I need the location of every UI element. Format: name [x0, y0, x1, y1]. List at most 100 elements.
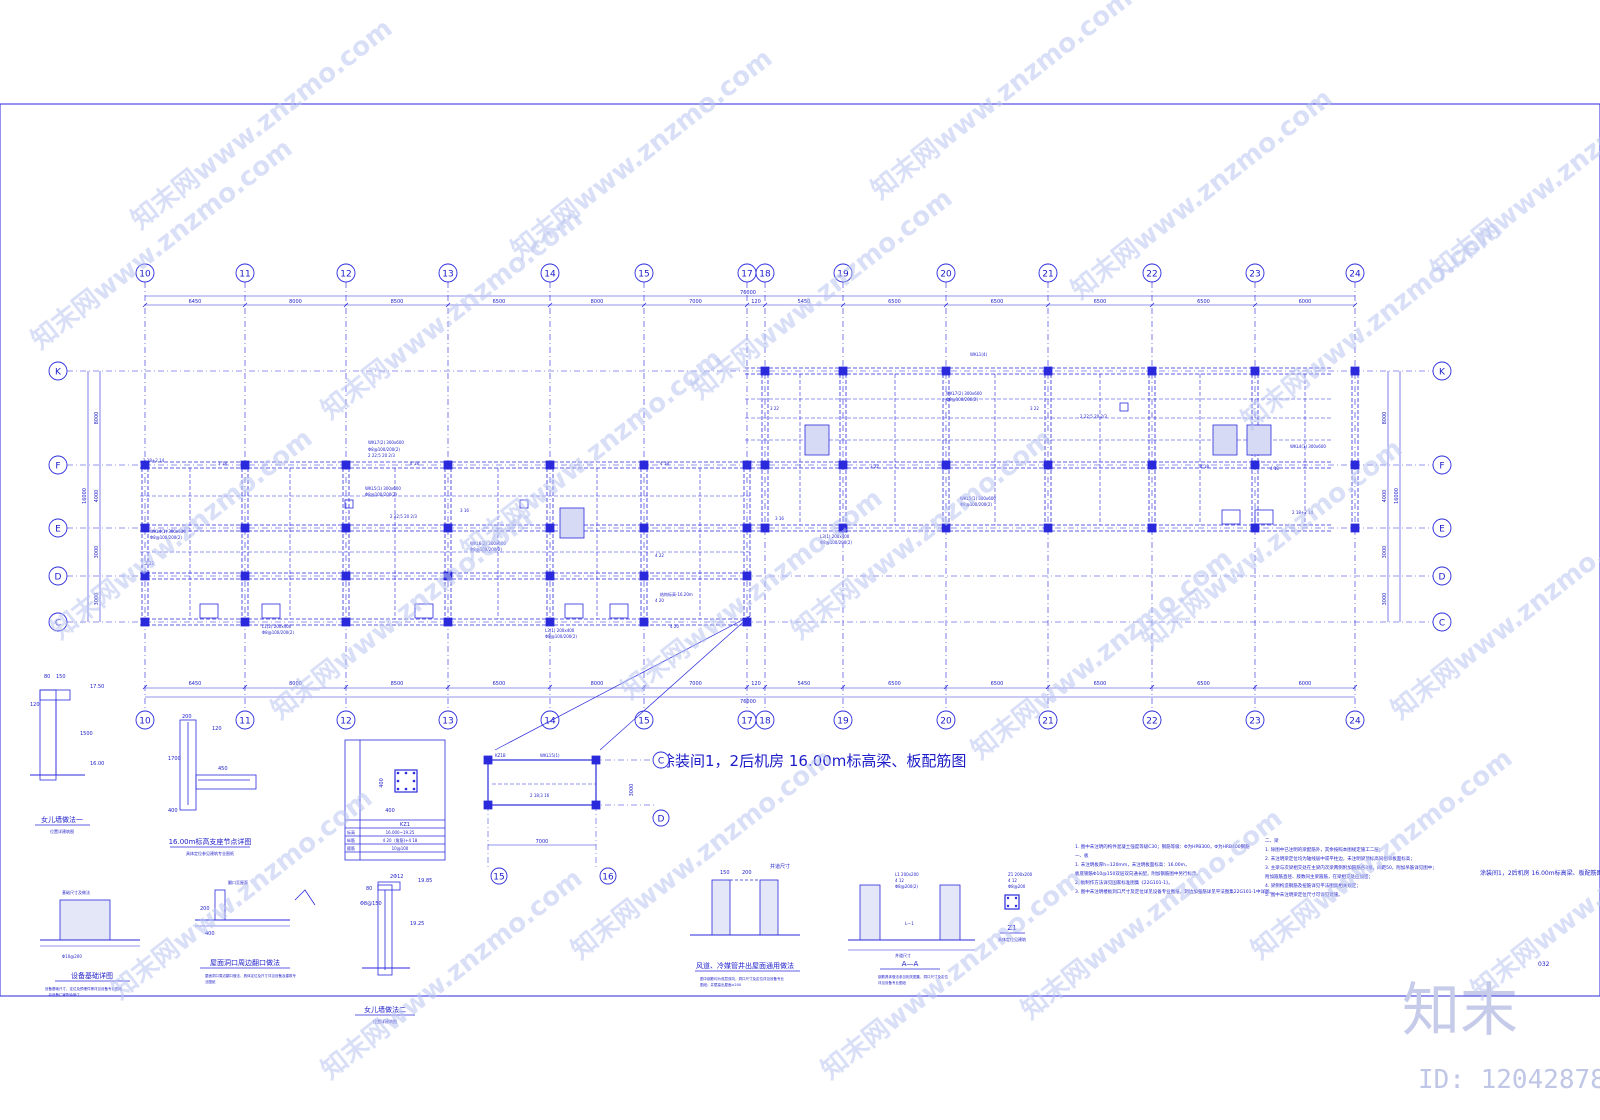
equipment-base [564, 603, 584, 619]
watermark-text: 知末网www.znzmo.com [1426, 63, 1600, 285]
column [1250, 460, 1260, 470]
column [639, 571, 649, 581]
detail-label: 翻口至屋面 [228, 879, 248, 885]
beam-annotation: 4 20 [670, 624, 679, 629]
slab-opening [559, 507, 585, 539]
detail-label: L1 200x200 [895, 872, 919, 877]
axis-label: D [55, 573, 62, 583]
watermark-text: 知末网www.znzmo.com [456, 343, 728, 565]
column [941, 523, 951, 533]
beam-annotation: 2 18+2 14 [1292, 510, 1314, 515]
dimension-text: 400 [385, 808, 395, 814]
note-line: 板底钢筋Φ10@150双层双向通长配，附加钢筋图中另行标示。 [1075, 870, 1201, 877]
axis-label: 11 [239, 270, 250, 280]
beam-annotation: 4 20 [655, 598, 664, 603]
note-line: 2. 未注明梁定位均为轴线居中或平柱边，未注明梁顶标高同相邻板面标高； [1265, 855, 1415, 862]
dim-tick [547, 684, 553, 690]
detail-subtitle: 具体定位参见建筑专业图纸 [186, 850, 234, 856]
dim-tick [1352, 302, 1358, 308]
dimension-text: 8000 [289, 681, 302, 687]
detail-label: 4 12 [1008, 878, 1017, 883]
detail-subtitle: 位置详建筑图 [50, 828, 74, 834]
watermark-text: 知末网www.znzmo.com [686, 183, 958, 405]
detail-note: ，与设备厂家配合施工 [45, 992, 80, 997]
column [838, 460, 848, 470]
detail-title: 设备基础详图 [71, 971, 113, 980]
axis-label: 17 [741, 270, 752, 280]
dim-tick [943, 302, 949, 308]
axis-label: 21 [1042, 717, 1053, 727]
dimension-text: 3000 [1382, 593, 1388, 606]
column [443, 571, 453, 581]
equipment-base [1254, 509, 1274, 525]
detail-label: 80 [44, 674, 50, 680]
dimension-text: 7000 [689, 299, 702, 305]
equipment-base [1221, 509, 1241, 525]
detail-subtitle: 具体定位见建筑 [998, 936, 1026, 942]
dimension-text: 6000 [1299, 299, 1312, 305]
equipment-base [199, 603, 219, 619]
dimension-text: 6500 [888, 681, 901, 687]
column [1350, 523, 1360, 533]
detail-note: 业图纸 [205, 979, 216, 984]
detail-label: 120 [30, 702, 40, 708]
beam-annotation: Φ8@100/200(2) [365, 492, 397, 497]
slab-opening [1212, 424, 1238, 456]
beam-annotation: 3 22 [1030, 406, 1039, 411]
notes-right: 二、梁1. 除图中已注明的梁配筋外，其余按照本图规定施工二层；2. 未注明梁定位… [1265, 837, 1437, 898]
column [639, 523, 649, 533]
beam-annotation: 4 22 [655, 553, 664, 558]
axis-label: 20 [940, 717, 952, 727]
dimension-text: 4000 [94, 490, 100, 503]
axis-label: E [55, 525, 61, 535]
column [1043, 366, 1053, 376]
dimension-text: 8000 [591, 299, 604, 305]
detail-label: Φ8@200 [1008, 884, 1026, 889]
axis-label: 19 [837, 717, 849, 727]
note-line: 1. 除图中已注明的梁配筋外，其余按照本图规定施工二层； [1265, 846, 1383, 853]
beam-annotation: WKL15(1) [540, 753, 560, 758]
beam-annotation: WKL5(1) 300x600 [365, 486, 401, 491]
axis-label: 20 [940, 270, 952, 280]
wall-section [377, 884, 393, 976]
dim-tick [744, 684, 750, 690]
detail-label: 200 [182, 714, 192, 720]
table-cell: KZ1 [400, 822, 410, 828]
beam-annotation: 4 18 [1270, 466, 1279, 471]
coping [377, 881, 401, 891]
column [240, 460, 250, 470]
rebar-dot [412, 779, 416, 783]
beam-annotation: 2 22;5 20 2/3 [368, 453, 395, 458]
column [742, 523, 752, 533]
rebar-dot [1006, 904, 1010, 908]
dim-tick [242, 302, 248, 308]
column [1350, 366, 1360, 376]
column [1147, 460, 1157, 470]
column [443, 523, 453, 533]
beam-annotation: 3 16 [775, 516, 784, 521]
dimension-text: 3000 [94, 546, 100, 559]
detail-note: 设备基础尺寸、定位及预埋件等详见设备专业图纸 [45, 986, 122, 991]
dim-tick [242, 684, 248, 690]
dimension-text: 3000 [629, 784, 635, 797]
rebar-dot [404, 771, 408, 775]
detail-label: 200 [200, 906, 210, 912]
dimension-text: 6500 [493, 299, 506, 305]
dimension-text: 8500 [391, 299, 404, 305]
dimension-text: 6450 [189, 681, 202, 687]
column [760, 460, 770, 470]
detail-label: 2Φ12 [390, 874, 403, 880]
shaft-wall [711, 879, 731, 936]
coping [39, 689, 71, 701]
beam-annotation: 3 22 [770, 406, 779, 411]
sheet-frame [0, 103, 1600, 997]
detail-note: 图中钢筋均为双层双向，洞口尺寸及定位详见设备专业 [700, 976, 784, 981]
beam-annotation: WKL5(1) 300x600 [960, 496, 996, 501]
beam-annotation: 3 22 [870, 464, 879, 469]
dim-tick [1252, 302, 1258, 308]
detail-label: Φ10@200 [62, 954, 82, 959]
